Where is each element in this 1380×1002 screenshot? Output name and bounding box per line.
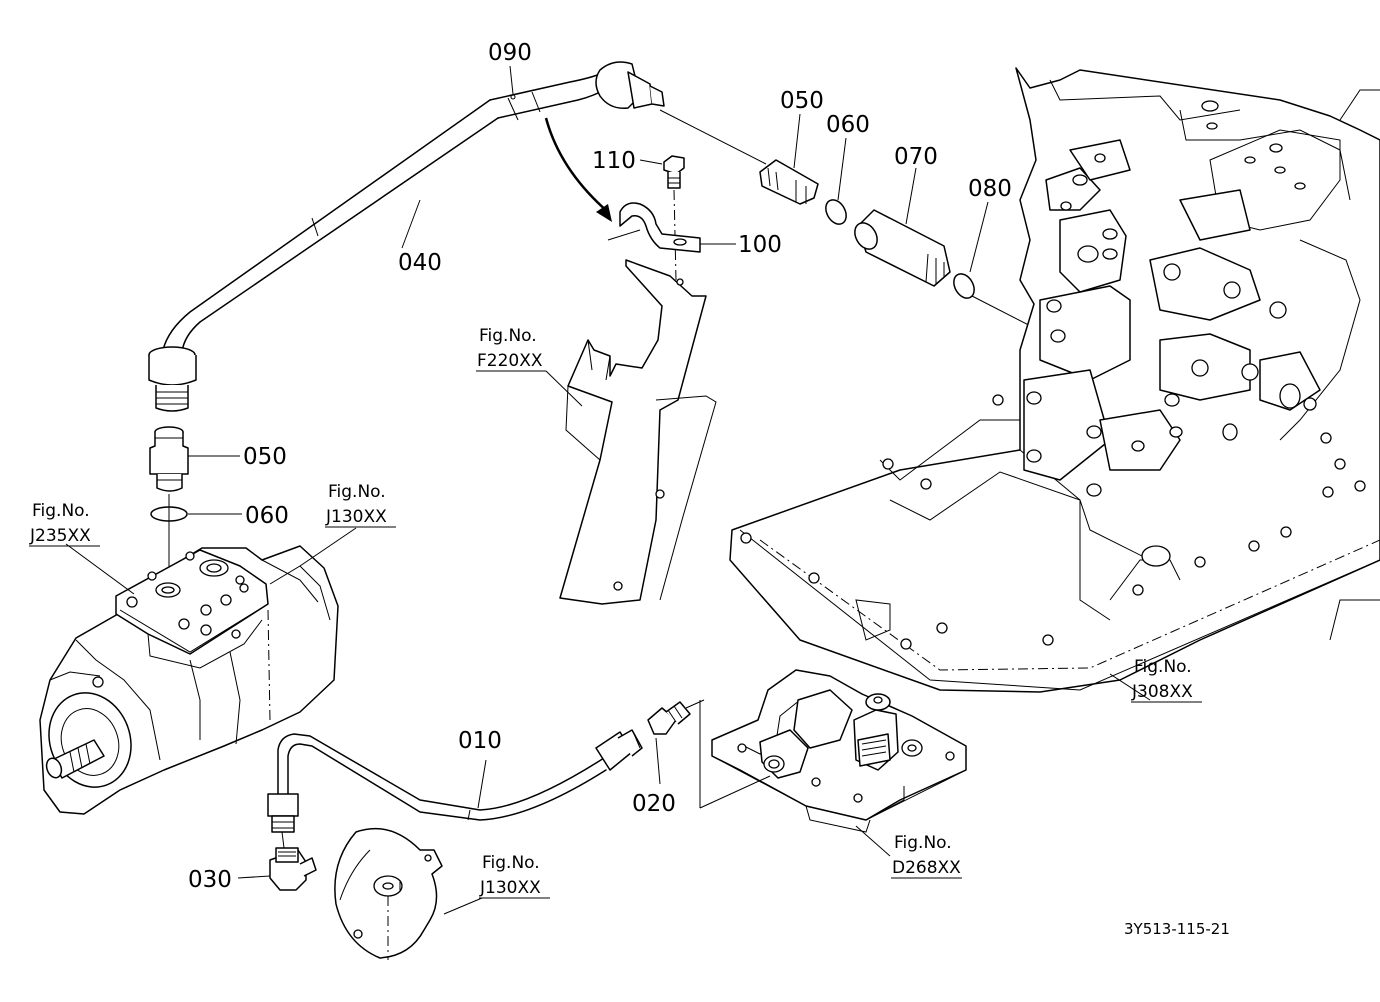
drawing-code: 3Y513-115-21	[1124, 920, 1230, 938]
leader-060-top	[837, 137, 847, 201]
figref-d268-code: D268XX	[892, 858, 961, 878]
label-020: 020	[632, 791, 676, 817]
elbow-030[interactable]	[269, 847, 317, 891]
leader-090	[509, 65, 514, 95]
label-050-left: 050	[243, 444, 287, 470]
assembly-line-top	[659, 109, 767, 165]
figref-f220[interactable]: Fig.No. F220XX	[476, 326, 583, 407]
leader-080	[969, 201, 989, 273]
bracket-f220	[559, 229, 717, 605]
figref-j235-title: Fig.No.	[32, 501, 90, 521]
label-100: 100	[738, 232, 782, 258]
assembly-line-030	[281, 831, 285, 849]
figref-j308[interactable]: Fig.No. J308XX	[1131, 657, 1202, 703]
valve-block-d268	[711, 669, 967, 833]
oring-080[interactable]	[950, 270, 979, 302]
figref-j130-top[interactable]: Fig.No. J130XX	[325, 482, 396, 528]
assembly-line-d268-b	[699, 775, 771, 809]
figref-d268-title: Fig.No.	[894, 833, 952, 853]
leader-020	[655, 737, 661, 785]
leader-070	[905, 167, 917, 225]
figref-f220-title: Fig.No.	[479, 326, 537, 346]
leader-110	[639, 159, 663, 165]
figref-j130-bottom[interactable]: Fig.No. J130XX	[479, 853, 550, 899]
figref-j235[interactable]: Fig.No. J235XX	[29, 501, 100, 547]
label-010: 010	[458, 728, 502, 754]
figref-j130-top-code: J130XX	[325, 507, 387, 527]
direction-arrow-icon	[544, 117, 609, 213]
figref-f220-code: F220XX	[477, 351, 543, 371]
leader-040	[401, 199, 421, 249]
label-080: 080	[968, 176, 1012, 202]
pipe-040[interactable]	[148, 65, 613, 412]
figref-j308-code: J308XX	[1131, 682, 1193, 702]
leader-d268	[855, 825, 891, 857]
figref-d268[interactable]: Fig.No. D268XX	[891, 833, 962, 879]
label-050-top: 050	[780, 88, 824, 114]
label-060-left: 060	[245, 503, 289, 529]
leader-j130-bottom	[443, 897, 483, 915]
figref-j235-code: J235XX	[29, 526, 91, 546]
leader-050-top	[793, 113, 801, 169]
leader-030	[237, 875, 271, 879]
bolt-110[interactable]	[663, 155, 685, 189]
clamp-100[interactable]	[619, 202, 701, 253]
leader-010	[477, 759, 487, 809]
fitting-090[interactable]	[510, 61, 665, 109]
pipe-010[interactable]	[267, 729, 643, 833]
figref-j308-title: Fig.No.	[1134, 657, 1192, 677]
figref-j130-top-title: Fig.No.	[328, 482, 386, 502]
cover-plate-j130	[334, 827, 443, 960]
arrowhead-icon	[596, 204, 612, 222]
leader-j130-top	[299, 527, 357, 567]
leader-j235	[65, 543, 135, 595]
oring-060-top[interactable]	[822, 196, 851, 228]
valve-housing-j308	[729, 67, 1380, 693]
leader-j308	[1109, 673, 1151, 701]
label-060-top: 060	[826, 112, 870, 138]
label-030: 030	[188, 867, 232, 893]
label-090: 090	[488, 40, 532, 66]
label-070: 070	[894, 144, 938, 170]
figref-j130-bottom-code: J130XX	[479, 878, 541, 898]
fitting-050-top[interactable]	[759, 159, 819, 205]
assembly-line-020	[685, 699, 705, 709]
adapter-070[interactable]	[850, 209, 951, 287]
label-040: 040	[398, 250, 442, 276]
figref-j130-bottom-title: Fig.No.	[482, 853, 540, 873]
hydraulic-pump	[39, 545, 339, 815]
label-110: 110	[592, 148, 636, 174]
fitting-020[interactable]	[647, 701, 691, 735]
fitting-050-left[interactable]	[149, 426, 189, 492]
